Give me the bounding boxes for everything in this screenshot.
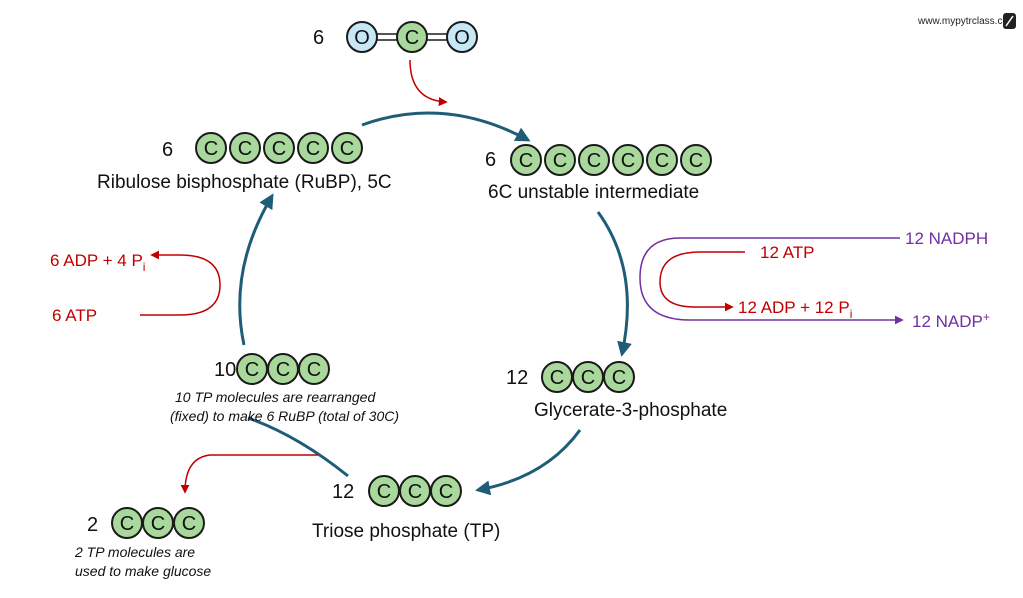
arrow-co2-input bbox=[409, 59, 448, 107]
arrow-rubp-to-intermediate bbox=[361, 111, 531, 142]
carbon-atom bbox=[331, 132, 363, 164]
atom-symbol: C bbox=[272, 138, 286, 160]
atom-symbol: C bbox=[655, 150, 669, 172]
g3p-name: Glycerate-3-phosphate bbox=[534, 400, 727, 421]
intermediate-count: 6 bbox=[485, 149, 496, 171]
atom-symbol: C bbox=[182, 513, 196, 535]
atom-symbol: C bbox=[439, 481, 453, 503]
glucose-note-line1: 2 TP molecules are bbox=[74, 544, 195, 560]
oxygen-atom bbox=[346, 21, 378, 53]
atom-symbol: C bbox=[408, 481, 422, 503]
rubp-count: 6 bbox=[162, 139, 173, 161]
carbon-atom bbox=[510, 144, 542, 176]
atom-symbol: C bbox=[621, 150, 635, 172]
atom-symbol: C bbox=[553, 150, 567, 172]
nadph-label: 12 NADPH bbox=[905, 229, 988, 248]
carbon-atom bbox=[612, 144, 644, 176]
watermark-logo bbox=[1003, 13, 1016, 29]
atom-symbol: C bbox=[519, 150, 533, 172]
regen-note-line1: 10 TP molecules are rearranged bbox=[175, 389, 376, 405]
carbon-atom bbox=[646, 144, 678, 176]
carbon-atom bbox=[173, 507, 205, 539]
left-atp-label: 6 ATP bbox=[52, 306, 97, 325]
atom-symbol: C bbox=[245, 359, 259, 381]
atom-symbol: C bbox=[306, 138, 320, 160]
arrow-nadph-to-nadp bbox=[639, 237, 904, 325]
carbon-atom bbox=[195, 132, 227, 164]
atom-symbol: C bbox=[151, 513, 165, 535]
nadp-label: 12 NADP+ bbox=[912, 310, 990, 331]
watermark-text: www.mypytrclass.com bbox=[917, 16, 1016, 27]
atom-symbol: C bbox=[405, 27, 419, 49]
right-adp-label: 12 ADP + 12 Pi bbox=[738, 298, 852, 321]
atom-symbol: C bbox=[307, 359, 321, 381]
glucose-count: 2 bbox=[87, 514, 98, 536]
carbon-atom bbox=[603, 361, 635, 393]
arrow-g3p-to-tp bbox=[475, 429, 582, 496]
carbon-atom bbox=[544, 144, 576, 176]
atom-symbol: C bbox=[340, 138, 354, 160]
intermediate-name: 6C unstable intermediate bbox=[488, 182, 699, 203]
arrow-regen-to-rubp bbox=[238, 193, 274, 346]
carbon-atom bbox=[430, 475, 462, 507]
carbon-atom bbox=[298, 353, 330, 385]
carbon-atom bbox=[396, 21, 428, 53]
regen-note-line2: (fixed) to make 6 RuBP (total of 30C) bbox=[170, 408, 399, 424]
atom-symbol: C bbox=[550, 367, 564, 389]
carbon-atom bbox=[680, 144, 712, 176]
atom-symbol: C bbox=[377, 481, 391, 503]
oxygen-atom bbox=[446, 21, 478, 53]
arrow-tp-to-regen bbox=[247, 416, 349, 478]
atom-symbol: C bbox=[120, 513, 134, 535]
carbon-atom bbox=[578, 144, 610, 176]
atom-symbol: C bbox=[581, 367, 595, 389]
atom-symbol: C bbox=[204, 138, 218, 160]
carbon-atom bbox=[263, 132, 295, 164]
arrow-atp-to-adp-left bbox=[140, 250, 221, 316]
atom-symbol: C bbox=[689, 150, 703, 172]
arrow-glucose-output bbox=[180, 454, 318, 494]
tp-count: 12 bbox=[332, 481, 354, 503]
atom-symbol: C bbox=[276, 359, 290, 381]
atom-symbol: O bbox=[454, 27, 470, 49]
carbon-atom bbox=[229, 132, 261, 164]
glucose-note-line2: used to make glucose bbox=[75, 563, 211, 579]
tp-name: Triose phosphate (TP) bbox=[312, 521, 500, 542]
atom-symbol: C bbox=[587, 150, 601, 172]
arrow-atp-to-adp-right bbox=[659, 251, 745, 312]
regen-count: 10 bbox=[214, 359, 236, 381]
arrow-intermediate-to-g3p bbox=[596, 211, 632, 357]
atom-symbol: C bbox=[238, 138, 252, 160]
carbon-atom bbox=[297, 132, 329, 164]
rubp-name: Ribulose bisphosphate (RuBP), 5C bbox=[97, 172, 392, 193]
left-adp-label: 6 ADP + 4 Pi bbox=[50, 251, 145, 274]
atom-symbol: O bbox=[354, 27, 370, 49]
co2-count: 6 bbox=[313, 27, 324, 49]
right-atp-label: 12 ATP bbox=[760, 243, 815, 262]
g3p-count: 12 bbox=[506, 367, 528, 389]
atom-symbol: C bbox=[612, 367, 626, 389]
